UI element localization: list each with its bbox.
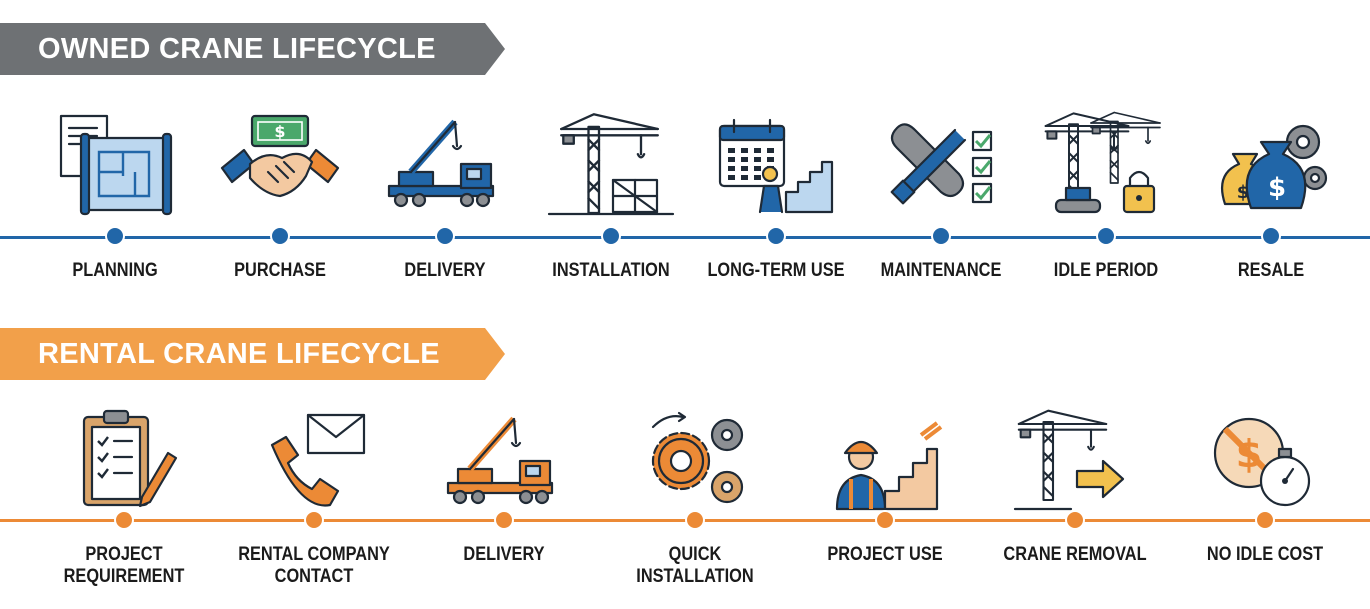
rental-timeline-dot [1067,512,1083,528]
crane-arrow-icon [1013,409,1125,511]
owned-stage: PLANNING [30,108,200,281]
rental-stage-label: QUICK INSTALLATION [635,544,754,587]
rental-stage-label: NO IDLE COST [1207,544,1324,565]
owned-timeline-dot [272,228,289,244]
svg-text:$: $ [1268,173,1286,203]
rental-timeline-dot [1257,512,1274,528]
rental-timeline-dot [306,512,323,528]
gears-icon [651,411,743,504]
owned-timeline-dot [1098,228,1115,244]
rental-stage-label: CRANE REMOVAL [1003,544,1147,565]
clipboard-checklist-icon [82,409,178,508]
locked-cranes-icon [1044,111,1162,214]
rental-stage: PROJECT USE [800,405,970,565]
rental-stage: QUICK INSTALLATION [610,405,780,587]
rental-stage: DELIVERY [419,405,589,565]
owned-stage: IDLE PERIOD [1021,108,1191,281]
owned-stage: MAINTENANCE [856,108,1026,281]
crane-truck-icon [388,119,495,208]
rental-stage-label: PROJECT USE [827,544,943,565]
worker-building-icon [835,421,942,511]
rental-timeline-dot [876,512,893,528]
owned-stage-label: RESALE [1238,260,1305,281]
owned-stage: $ $ RESALE [1186,108,1356,281]
owned-stage-label: PLANNING [72,260,158,281]
tools-checklist-icon [890,123,993,205]
rental-stage: CRANE REMOVAL [990,405,1160,565]
handshake-money-icon: $ [221,114,340,198]
owned-stage-label: PURCHASE [234,260,327,281]
owned-stage: $ PURCHASE [195,108,365,281]
owned-stage: INSTALLATION [526,108,696,281]
owned-stage-label: MAINTENANCE [880,260,1002,281]
owned-timeline-dot [107,228,123,244]
rental-stage: PROJECT REQUIREMENT [39,405,209,587]
owned-timeline-dot [933,228,949,244]
tower-crane-icon [547,113,674,216]
rental-stage-label: DELIVERY [463,544,545,565]
rental-lifecycle-title: RENTAL CRANE LIFECYCLE [38,337,440,370]
owned-stage: LONG-TERM USE [691,108,861,281]
rental-timeline-dot [496,512,513,528]
money-bags-gears-icon: $ $ [1221,124,1328,210]
owned-stage-label: LONG-TERM USE [707,260,845,281]
no-money-stopwatch-icon: $ [1214,417,1311,507]
owned-timeline-dot [767,228,784,244]
owned-lifecycle-banner: OWNED CRANE LIFECYCLE [0,23,505,75]
phone-envelope-icon [271,413,366,507]
owned-timeline-dot [1263,228,1280,244]
rental-timeline-dot [116,512,132,528]
rental-stage-label: PROJECT REQUIREMENT [63,544,185,587]
rental-stage: $ NO IDLE COST [1180,405,1350,565]
rental-stage-label: RENTAL COMPANY CONTACT [238,544,390,587]
owned-timeline-dot [602,228,619,244]
owned-stage-label: DELIVERY [404,260,486,281]
owned-timeline-dot [437,228,454,244]
blueprint-icon [59,114,173,216]
owned-stage-label: IDLE PERIOD [1053,260,1159,281]
owned-stage: DELIVERY [360,108,530,281]
owned-stage-label: INSTALLATION [551,260,670,281]
rental-timeline-dot [686,512,703,528]
rental-stage: RENTAL COMPANY CONTACT [229,405,399,587]
calendar-worker-icon [718,118,833,214]
owned-lifecycle-title: OWNED CRANE LIFECYCLE [38,32,436,65]
rental-timeline-line [0,519,1370,522]
rental-lifecycle-banner: RENTAL CRANE LIFECYCLE [0,328,505,380]
crane-truck-icon [447,416,554,505]
owned-timeline-line [0,236,1370,239]
svg-text:$: $ [275,122,286,141]
